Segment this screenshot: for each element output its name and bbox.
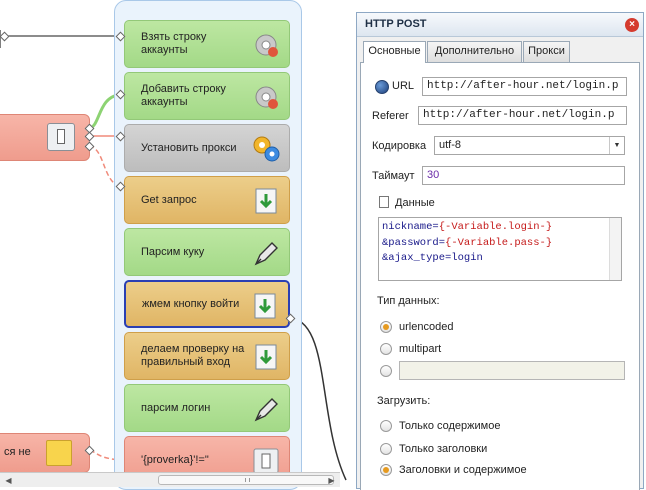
- timeout-value: 30: [427, 169, 440, 181]
- gear-icon: [251, 30, 281, 60]
- action-block-label: Взять строку аккаунты: [141, 31, 207, 56]
- download-icon: [250, 291, 280, 321]
- radio-multipart-label: multipart: [399, 343, 442, 355]
- radio-urlencoded-label: urlencoded: [399, 321, 454, 333]
- note-icon: [46, 440, 72, 466]
- gears-icon: [251, 134, 281, 164]
- action-block[interactable]: Установить прокси: [124, 124, 290, 172]
- panel-body: URL http://after-hour.net/login.p Refere…: [360, 62, 640, 490]
- partial-block-left-top[interactable]: [0, 114, 90, 161]
- radio-content-only[interactable]: [380, 420, 392, 432]
- scroll-left-arrow-icon[interactable]: ◀: [5, 476, 12, 485]
- scrollbar-thumb[interactable]: [158, 475, 334, 485]
- action-block-label: Установить прокси: [141, 141, 237, 154]
- action-block[interactable]: Взять строку аккаунты: [124, 20, 290, 68]
- close-icon[interactable]: ×: [625, 18, 639, 32]
- radio-headers-and-content[interactable]: [380, 464, 392, 476]
- pen-icon: [251, 394, 281, 424]
- action-block[interactable]: Добавить строку аккаунты: [124, 72, 290, 120]
- action-block-label: жмем кнопку войти: [142, 297, 240, 310]
- action-block-label: Парсим куку: [141, 245, 205, 258]
- url-input[interactable]: http://after-hour.net/login.p: [422, 77, 627, 96]
- globe-icon: [375, 80, 389, 94]
- action-block-label: Добавить строку аккаунты: [141, 83, 226, 108]
- switch-icon: [47, 123, 75, 151]
- action-block[interactable]: парсим логин: [124, 384, 290, 432]
- radio-headers-and-content-label: Заголовки и содержимое: [399, 464, 527, 476]
- load-label: Загрузить:: [377, 395, 431, 407]
- tab-advanced[interactable]: Дополнительно: [427, 41, 522, 62]
- properties-panel: HTTP POST × Основные Дополнительно Прокс…: [356, 12, 644, 490]
- partial-block-label: ся не: [4, 446, 31, 458]
- data-line: &ajax_type=login: [382, 251, 607, 267]
- encoding-value: utf-8: [439, 139, 462, 151]
- variable-token: {-Variable.login-}: [438, 221, 553, 233]
- radio-headers-only-label: Только заголовки: [399, 443, 488, 455]
- gear-icon: [251, 82, 281, 112]
- panel-title-bar: HTTP POST ×: [357, 13, 643, 37]
- document-icon: [379, 196, 389, 208]
- data-line-text: nickname=: [382, 221, 439, 233]
- panel-title: HTTP POST: [365, 18, 427, 30]
- pen-icon: [251, 238, 281, 268]
- partial-block-left-bottom[interactable]: [0, 433, 90, 473]
- data-line-text: &password=: [382, 236, 446, 249]
- action-block-label: делаем проверку на правильный вход: [141, 343, 245, 368]
- horizontal-scrollbar[interactable]: ◀ ▶: [0, 472, 340, 487]
- variable-token: {-Variable.pass-}: [445, 236, 553, 249]
- textarea-scrollbar[interactable]: [609, 218, 621, 280]
- radio-urlencoded[interactable]: [380, 321, 392, 333]
- radio-headers-only[interactable]: [380, 443, 392, 455]
- chevron-down-icon[interactable]: ▼: [609, 137, 624, 154]
- tab-proxy[interactable]: Прокси: [523, 41, 570, 62]
- timeout-input[interactable]: 30: [422, 166, 625, 185]
- timeout-label: Таймаут: [372, 170, 415, 182]
- url-label: URL: [392, 80, 415, 92]
- action-block-label: парсим логин: [141, 401, 211, 414]
- radio-multipart[interactable]: [380, 343, 392, 355]
- action-block[interactable]: Get запрос: [124, 176, 290, 224]
- grip-icon: [245, 478, 250, 482]
- download-icon: [251, 342, 281, 372]
- encoding-select[interactable]: utf-8 ▼: [434, 136, 625, 155]
- tab-main[interactable]: Основные: [363, 41, 426, 63]
- action-block-label: '{proverka}'!=": [141, 453, 209, 466]
- data-type-label: Тип данных:: [377, 295, 440, 307]
- scroll-right-arrow-icon[interactable]: ▶: [328, 476, 335, 485]
- data-line: nickname={-Variable.login-}: [382, 220, 607, 236]
- action-block-label: Get запрос: [141, 193, 197, 206]
- radio-content-only-label: Только содержимое: [399, 420, 501, 432]
- referer-label: Referer: [372, 110, 409, 122]
- action-block[interactable]: жмем кнопку войти: [124, 280, 290, 328]
- action-block[interactable]: делаем проверку на правильный вход: [124, 332, 290, 380]
- data-textarea[interactable]: nickname={-Variable.login-}&password={-V…: [378, 217, 622, 281]
- action-block[interactable]: Парсим куку: [124, 228, 290, 276]
- radio-custom-type[interactable]: [380, 365, 392, 377]
- custom-type-input[interactable]: [399, 361, 625, 380]
- data-line-text: &ajax_type=login: [382, 252, 483, 264]
- referer-input[interactable]: http://after-hour.net/login.p: [418, 106, 627, 125]
- data-label: Данные: [395, 197, 435, 209]
- data-line: &password={-Variable.pass-}: [382, 236, 607, 252]
- encoding-label: Кодировка: [372, 140, 427, 152]
- download-icon: [251, 186, 281, 216]
